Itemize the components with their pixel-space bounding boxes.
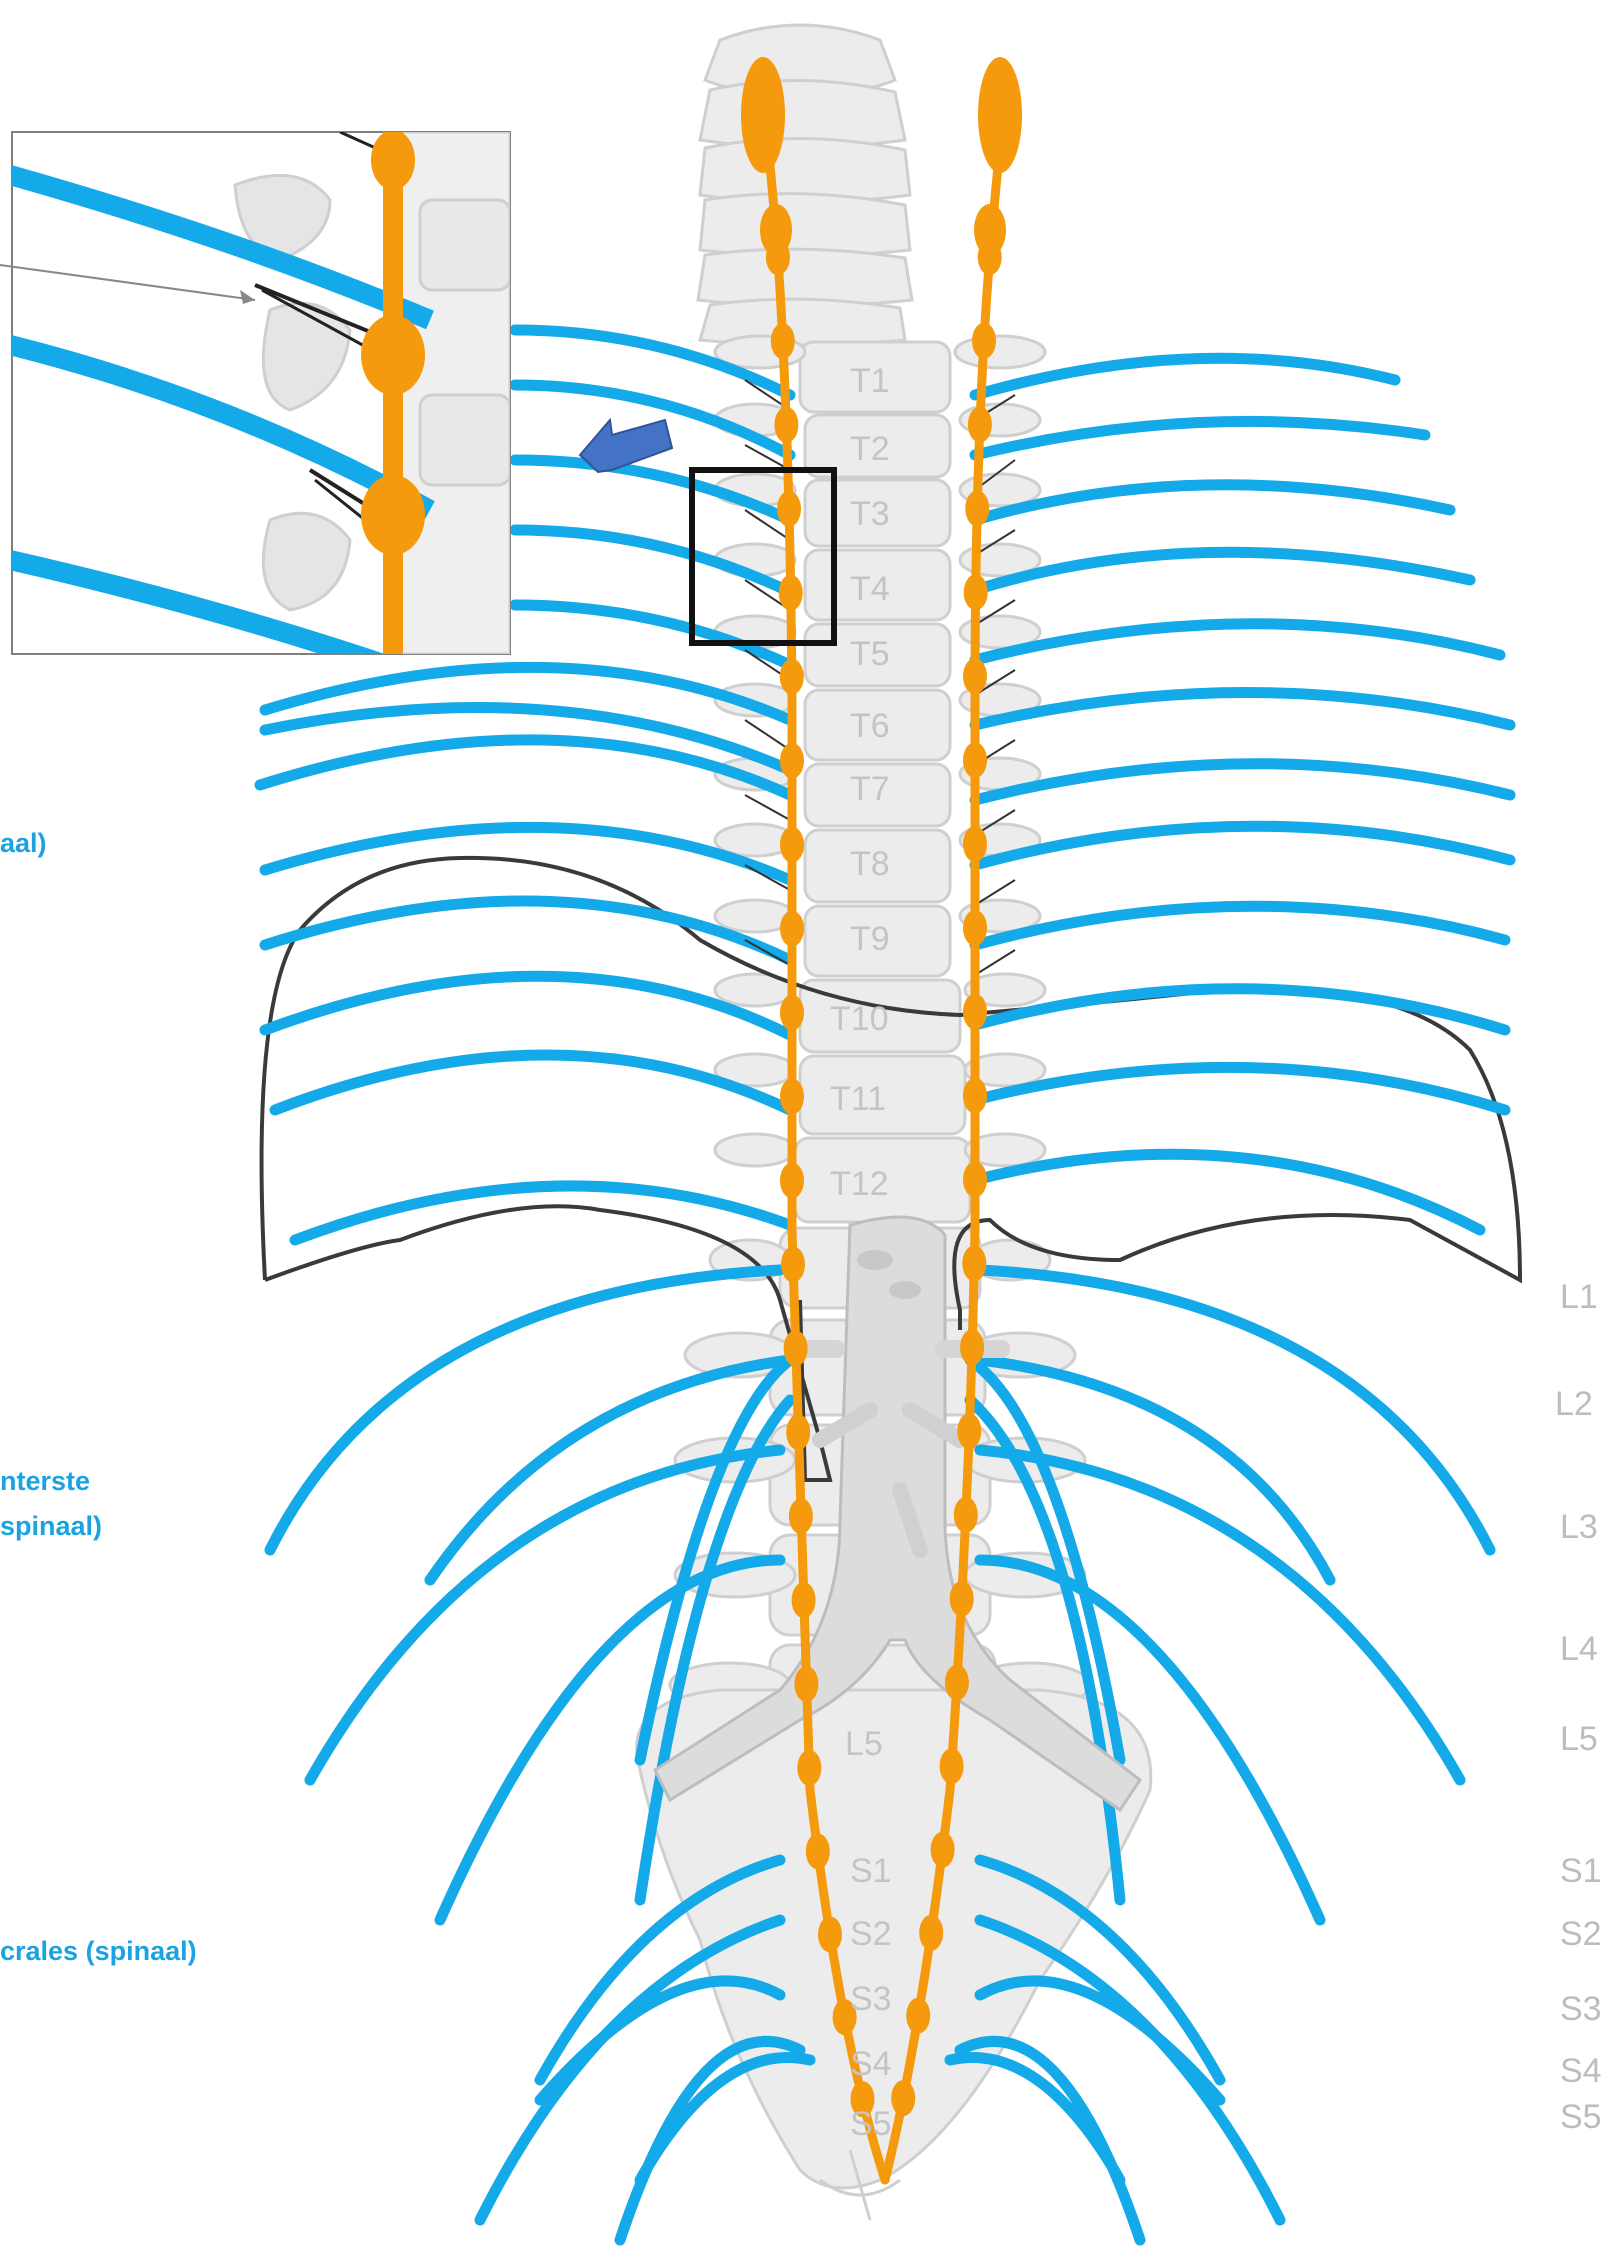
label-t1: T1 xyxy=(850,362,890,400)
label-t11: T11 xyxy=(830,1080,886,1118)
right-ganglion xyxy=(963,910,987,946)
label-s2-spine: S2 xyxy=(850,1915,892,1953)
label-t3: T3 xyxy=(850,495,890,533)
zoom-inset xyxy=(0,130,510,680)
right-ganglion xyxy=(968,407,992,443)
right-ganglion xyxy=(963,826,987,862)
blue-label-thoracic: aal) xyxy=(0,828,47,858)
side-labels: L1 L2 L3 L4 L5 S1 S2 S3 S4 S5 xyxy=(1555,1278,1602,2136)
right-ganglion xyxy=(960,1329,984,1365)
left-ganglion xyxy=(780,1163,804,1199)
side-label-l2: L2 xyxy=(1555,1385,1593,1423)
zoom-arrow-icon xyxy=(580,420,672,472)
label-t8: T8 xyxy=(850,845,890,883)
left-ganglion xyxy=(792,1582,816,1618)
left-ganglion xyxy=(766,239,790,275)
left-ganglion xyxy=(774,407,798,443)
left-ganglion xyxy=(797,1750,821,1786)
label-t4: T4 xyxy=(850,570,890,608)
right-ganglion xyxy=(954,1497,978,1533)
left-ganglion xyxy=(781,1246,805,1282)
right-ganglion xyxy=(963,742,987,778)
left-ganglion xyxy=(780,1079,804,1115)
left-ganglion xyxy=(789,1498,813,1534)
left-ganglion xyxy=(780,659,804,695)
left-ganglion xyxy=(784,1330,808,1366)
label-t10: T10 xyxy=(830,1000,889,1038)
right-ganglion xyxy=(965,490,989,526)
right-ganglion xyxy=(950,1581,974,1617)
label-l5-spine: L5 xyxy=(845,1725,883,1763)
side-label-l4: L4 xyxy=(1560,1630,1598,1668)
label-t7: T7 xyxy=(850,770,890,808)
right-ganglion xyxy=(963,1078,987,1114)
right-ganglion xyxy=(891,2080,915,2116)
side-label-l1: L1 xyxy=(1560,1278,1598,1316)
right-ganglion xyxy=(906,1998,930,2034)
left-ganglion xyxy=(794,1666,818,1702)
right-ganglion xyxy=(963,994,987,1030)
right-ganglion xyxy=(972,323,996,359)
blue-label-sacral: crales (spinaal) xyxy=(0,1936,197,1966)
left-ganglion xyxy=(780,995,804,1031)
label-t2: T2 xyxy=(850,430,890,468)
left-ganglion xyxy=(818,1916,842,1952)
left-ganglion xyxy=(780,827,804,863)
side-label-s3: S3 xyxy=(1560,1990,1602,2028)
label-s4-spine: S4 xyxy=(850,2045,892,2083)
right-ganglion xyxy=(963,658,987,694)
right-ganglion xyxy=(940,1748,964,1784)
left-ganglion xyxy=(806,1833,830,1869)
label-t5: T5 xyxy=(850,635,890,673)
left-ganglion xyxy=(786,1414,810,1450)
left-ganglion xyxy=(779,575,803,611)
blue-label-lumbar-2: spinaal) xyxy=(0,1511,102,1541)
right-ganglion xyxy=(957,1413,981,1449)
label-t6: T6 xyxy=(850,707,890,745)
right-ganglion xyxy=(945,1665,969,1701)
right-ganglion xyxy=(963,1162,987,1198)
right-ganglion xyxy=(931,1832,955,1868)
side-label-s2: S2 xyxy=(1560,1915,1602,1953)
right-ganglion xyxy=(962,1245,986,1281)
left-ganglion xyxy=(777,491,801,527)
side-label-s5: S5 xyxy=(1560,2098,1602,2136)
label-t12: T12 xyxy=(830,1165,889,1203)
right-ganglion xyxy=(964,574,988,610)
left-ganglion xyxy=(771,323,795,359)
right-ganglion xyxy=(919,1915,943,1951)
blue-labels: aal) nterste spinaal) crales (spinaal) xyxy=(0,828,197,1966)
side-label-s4: S4 xyxy=(1560,2052,1602,2090)
label-s1-spine: S1 xyxy=(850,1852,892,1890)
side-label-l5: L5 xyxy=(1560,1720,1598,1758)
side-label-l3: L3 xyxy=(1560,1508,1598,1546)
label-s3-spine: S3 xyxy=(850,1980,892,2018)
label-t9: T9 xyxy=(850,920,890,958)
left-ganglion xyxy=(780,743,804,779)
blue-label-lumbar-1: nterste xyxy=(0,1466,90,1496)
left-ganglion xyxy=(780,911,804,947)
side-label-s1: S1 xyxy=(1560,1852,1602,1890)
right-ganglion xyxy=(978,239,1002,275)
label-s5-spine: S5 xyxy=(850,2105,892,2143)
